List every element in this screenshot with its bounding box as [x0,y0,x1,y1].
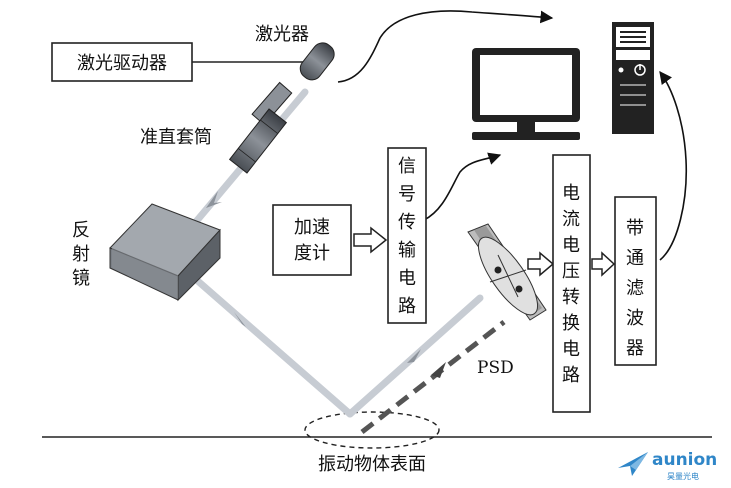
psd-label: PSD [477,358,514,378]
collimator-icon [228,108,288,174]
reflector-label: 反射镜 [72,220,90,289]
converter-to-filter-arrow [591,251,616,277]
accelerometer-text-2: 度计 [294,243,330,264]
bpText-char: 波 [626,308,644,329]
refText-char: 镜 [72,268,90,289]
sigText-char: 路 [398,296,416,317]
accelerometer-box [272,204,352,276]
beam-arrow-1 [206,191,222,208]
collimator-tube-upper [251,81,293,126]
accelerometer-label: 加速度计 [294,217,330,264]
cvText-char: 换 [562,313,580,334]
laser-driver-label: 激光驱动器 [77,53,167,74]
refText-char: 反 [72,220,90,241]
logo-brand: aunion [652,450,717,470]
monitor-icon [472,48,580,140]
beam-arrow-2 [234,312,246,327]
psd-to-converter-arrow [527,251,555,277]
accel-to-signal-arrow [353,226,388,254]
cvText-char: 电 [562,183,580,204]
cvText-char: 路 [562,365,580,386]
converter-box [552,154,591,413]
collimator-label: 准直套筒 [140,127,212,148]
filter-label: 带通滤波器 [626,218,644,359]
sigText-char: 电 [398,268,416,289]
cvText-char: 压 [562,261,580,282]
sigText-char: 信 [398,156,416,177]
pc-tower-icon [612,22,654,134]
sigText-char: 传 [398,212,416,233]
filter-box [614,196,657,366]
converter-label: 电流电压转换电路 [562,183,580,386]
bpText-char: 带 [626,218,644,239]
beam-arrow-3 [407,349,421,363]
aunion-logo: aunion 昊量光电 [618,450,717,481]
bpText-char: 器 [626,338,644,359]
laser-icon [299,42,335,81]
cvText-char: 电 [562,339,580,360]
cvText-char: 流 [562,209,580,230]
accelerometer-text: 加速 [294,217,330,238]
vibration-area-ellipse [304,411,440,449]
cvText-char: 转 [562,287,580,308]
beam-arrows [206,191,421,363]
psd-sensor-icon [467,223,547,321]
logo-sub: 昊量光电 [667,471,699,481]
filter-to-computer-arrow [659,70,688,261]
signal-circuit-box [387,147,427,324]
reflector-cube-icon [109,203,221,302]
signal-circuit-label: 信号传输电路 [398,156,416,317]
laser-label: 激光器 [255,24,309,45]
reflected-beam-arrow [431,362,446,378]
refText-char: 射 [72,244,90,265]
reflected-beam-dashed [360,320,506,434]
cvText-char: 电 [562,235,580,256]
sigText-char: 输 [398,240,416,261]
signal-to-computer-arrow [423,152,502,221]
sigText-char: 号 [398,184,416,205]
bpText-char: 滤 [626,278,644,299]
surface-label: 振动物体表面 [318,454,426,475]
laser-to-computer-arrow [337,10,554,83]
bpText-char: 通 [626,248,644,269]
